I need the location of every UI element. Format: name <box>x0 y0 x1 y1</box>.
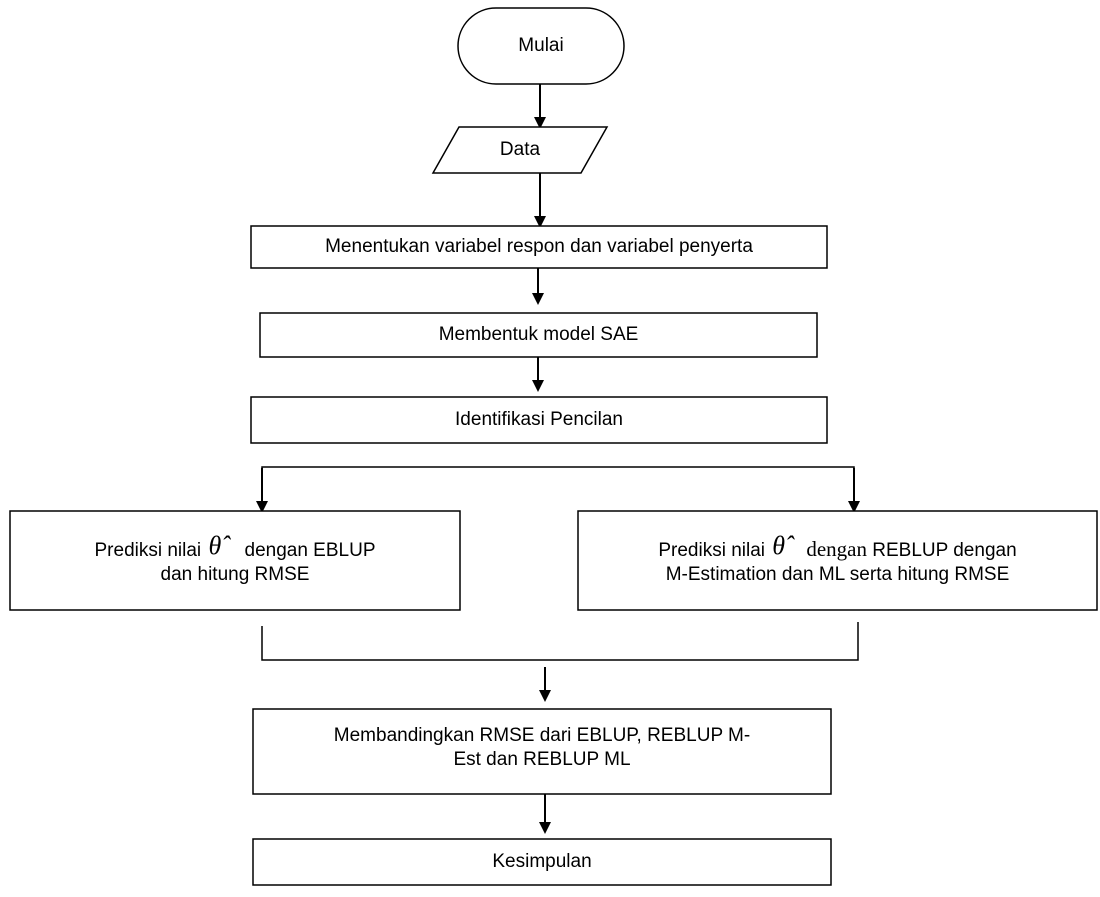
compare-line2: Est dan REBLUP ML <box>453 748 631 770</box>
data-parallelogram <box>431 126 609 174</box>
compare-box <box>252 708 832 795</box>
left-branch-box <box>9 510 461 611</box>
right-branch-line2: M-Estimation dan ML serta hitung RMSE <box>665 564 1010 585</box>
right-branch-suffix: REBLUP dengan <box>872 540 1017 561</box>
end-label: Kesimpulan <box>492 851 592 872</box>
step3-box <box>250 396 828 444</box>
merge-connector <box>261 622 859 661</box>
compare-text: Membandingkan RMSE dari EBLUP, REBLUP M-… <box>253 709 831 794</box>
step3-label: Identifikasi Pencilan <box>455 409 623 430</box>
step1-box <box>250 225 828 269</box>
theta-hat-symbol: θ̂ <box>208 531 222 560</box>
left-branch-text: Prediksi nilai θ̂ dengan EBLUP dan hitun… <box>10 511 460 610</box>
left-branch-suffix: dengan EBLUP <box>244 540 376 561</box>
step2-box <box>259 312 818 358</box>
right-branch-box <box>577 510 1098 611</box>
step1-label: Menentukan variabel respon dan variabel … <box>325 236 753 257</box>
start-label: Mulai <box>518 35 564 56</box>
left-branch-prefix: Prediksi nilai <box>94 540 202 561</box>
left-branch-line2: dan hitung RMSE <box>160 564 310 585</box>
compare-line1: Membandingkan RMSE dari EBLUP, REBLUP M- <box>333 724 751 746</box>
right-branch-serif-word: dengan <box>806 537 867 561</box>
right-branch-prefix: Prediksi nilai <box>658 540 765 561</box>
split-connector <box>261 466 855 509</box>
step2-label: Membentuk model SAE <box>438 324 639 345</box>
left-branch-line1: Prediksi nilai θ̂ dengan EBLUP <box>94 533 376 563</box>
right-branch-text: Prediksi nilai θ̂ dengan REBLUP dengan M… <box>578 511 1097 610</box>
theta-hat-symbol: θ̂ <box>772 531 786 560</box>
right-branch-line1: Prediksi nilai θ̂ dengan REBLUP dengan <box>658 533 1017 563</box>
data-label: Data <box>499 139 541 160</box>
end-box <box>252 838 832 886</box>
